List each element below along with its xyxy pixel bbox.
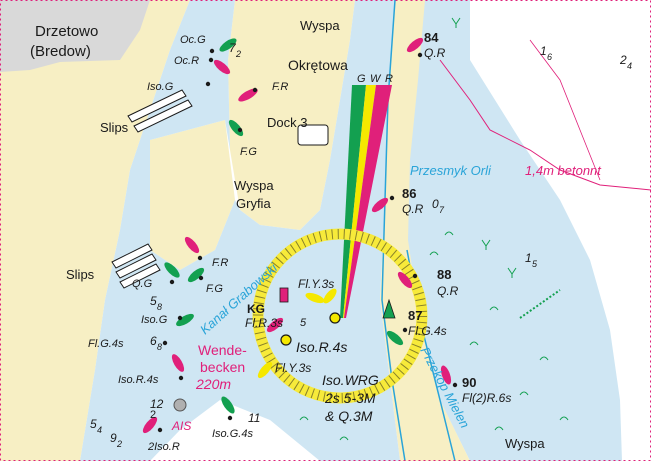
light-flg4s-87: Fl.G.4s bbox=[408, 324, 447, 338]
built-up-drzetowo bbox=[0, 0, 150, 72]
light-qr-84: Q.R bbox=[424, 46, 446, 60]
sounding-9-2: 9 bbox=[110, 431, 117, 445]
sounding-9-2-sub: 2 bbox=[116, 439, 122, 449]
cable-marker bbox=[519, 289, 561, 319]
light-isowrg-range: 2s 5-3M bbox=[324, 390, 376, 406]
sounding-5-4: 5 bbox=[90, 417, 97, 431]
sounding-12: 12 bbox=[150, 397, 164, 411]
limit-line bbox=[439, 59, 651, 191]
label-kg: KG bbox=[247, 302, 265, 316]
sounding-2-4: 2 bbox=[619, 53, 627, 67]
place-bredow: (Bredow) bbox=[30, 43, 91, 60]
light-dots bbox=[157, 48, 458, 433]
sounding-6-8-sub: 8 bbox=[157, 342, 162, 352]
sounding-7-2: 7 bbox=[229, 41, 237, 55]
place-wyspa-gryfia-1: Wyspa bbox=[234, 178, 274, 193]
land-east-bank bbox=[380, 0, 470, 461]
label-wende-1: Wende- bbox=[198, 342, 247, 358]
light-isowrg-q: & Q.3M bbox=[325, 408, 373, 424]
shallow-water-east bbox=[395, 0, 622, 461]
sector-label-g: G bbox=[357, 73, 366, 85]
light-isog4s-bottom: Iso.G.4s bbox=[212, 428, 253, 440]
place-drzetowo: Drzetowo bbox=[35, 23, 98, 40]
light-fg-mid: F.G bbox=[206, 283, 223, 295]
sounding-5-8: 5 bbox=[150, 294, 157, 308]
light-fr-mid: F.R bbox=[212, 257, 228, 269]
sounding-0-7: 0 bbox=[432, 197, 439, 211]
label-ais: AIS bbox=[171, 419, 191, 433]
light-flr3s: Fl.R.3s bbox=[245, 316, 283, 330]
buoy-84: 84 bbox=[424, 30, 439, 45]
label-wende-3: 220m bbox=[195, 376, 231, 392]
light-qr-86: Q.R bbox=[402, 202, 424, 216]
light-fl2r6s: Fl(2)R.6s bbox=[462, 391, 511, 405]
sector-red bbox=[344, 85, 392, 318]
light-fg-top: F.G bbox=[240, 146, 257, 158]
buoy-87: 87 bbox=[408, 308, 422, 323]
light-flares bbox=[142, 37, 452, 434]
light-isog-mid: Iso.G bbox=[141, 314, 168, 326]
light-isog-top: Iso.G bbox=[147, 81, 174, 93]
sector-white bbox=[343, 85, 376, 318]
sounding-11: 11 bbox=[248, 411, 260, 425]
buoy-90: 90 bbox=[462, 375, 476, 390]
sounding-1-5-sub: 5 bbox=[532, 259, 538, 269]
sounding-6-8: 6 bbox=[150, 334, 157, 348]
place-okretowa: Okrętowa bbox=[288, 57, 348, 73]
contour-line bbox=[529, 39, 601, 181]
sounding-1-6-sub: 6 bbox=[547, 52, 552, 62]
dock3-basin bbox=[297, 124, 329, 146]
turning-basin-ticks bbox=[253, 229, 427, 403]
sector-label-w: W bbox=[370, 73, 382, 85]
sector-label-r: R bbox=[385, 73, 393, 85]
sounding-1-5: 1 bbox=[525, 251, 532, 265]
place-slips-mid: Slips bbox=[66, 267, 95, 282]
place-wyspa-top: Wyspa bbox=[300, 18, 340, 33]
buoy-86: 86 bbox=[402, 186, 416, 201]
light-stars bbox=[280, 312, 341, 346]
light-qr-88: Q.R bbox=[437, 284, 459, 298]
light-ocg: Oc.G bbox=[180, 34, 206, 46]
light-fly3s-top: Fl.Y.3s bbox=[298, 277, 334, 291]
buoy-88: 88 bbox=[437, 267, 451, 282]
light-qg: Q.G bbox=[132, 278, 153, 290]
light-isor4s-center: Iso.R.4s bbox=[296, 339, 347, 355]
light-flg4s-left: Fl.G.4s bbox=[88, 338, 124, 350]
place-slips-top: Slips bbox=[100, 120, 129, 135]
light-isor-bottom: 2Iso.R bbox=[147, 441, 180, 453]
buoy-2: 2 bbox=[150, 409, 156, 421]
light-isor4s-left: Iso.R.4s bbox=[118, 374, 159, 386]
sounding-5-8-sub: 8 bbox=[157, 302, 162, 312]
label-betonnt: 1,4m betonnt bbox=[525, 163, 602, 178]
soundings: 7 2 1 6 2 4 0 7 1 5 5 8 6 8 12 5 4 9 2 1… bbox=[90, 41, 632, 449]
slips-piers bbox=[111, 89, 193, 289]
red-beacon-kg bbox=[279, 287, 289, 303]
sounding-7-2-sub: 2 bbox=[235, 49, 241, 59]
label-przesmyk: Przesmyk Orli bbox=[410, 163, 492, 178]
buoy-5: 5 bbox=[300, 317, 307, 329]
sounding-5-4-sub: 4 bbox=[97, 425, 102, 435]
island-okretowa bbox=[228, 0, 355, 230]
sounding-0-7-sub: 7 bbox=[439, 205, 445, 215]
marsh-symbols bbox=[299, 17, 569, 441]
light-isowrg: Iso.WRG bbox=[322, 372, 379, 388]
sounding-2-4-sub: 4 bbox=[627, 61, 632, 71]
label-wende-2: becken bbox=[200, 359, 245, 375]
place-wyspa-bottom: Wyspa bbox=[505, 436, 545, 451]
green-beacon-87 bbox=[382, 298, 396, 319]
place-wyspa-gryfia-2: Gryfia bbox=[236, 196, 271, 211]
sounding-1-6: 1 bbox=[540, 44, 547, 58]
light-ocr: Oc.R bbox=[174, 55, 199, 67]
island-gryfia bbox=[150, 120, 235, 270]
light-fr-top: F.R bbox=[272, 81, 288, 93]
place-dock3: Dock 3 bbox=[267, 115, 307, 130]
sector-green bbox=[340, 85, 366, 318]
ais-marker bbox=[173, 398, 187, 412]
light-fly3s-bottom: Fl.Y.3s bbox=[275, 361, 311, 375]
